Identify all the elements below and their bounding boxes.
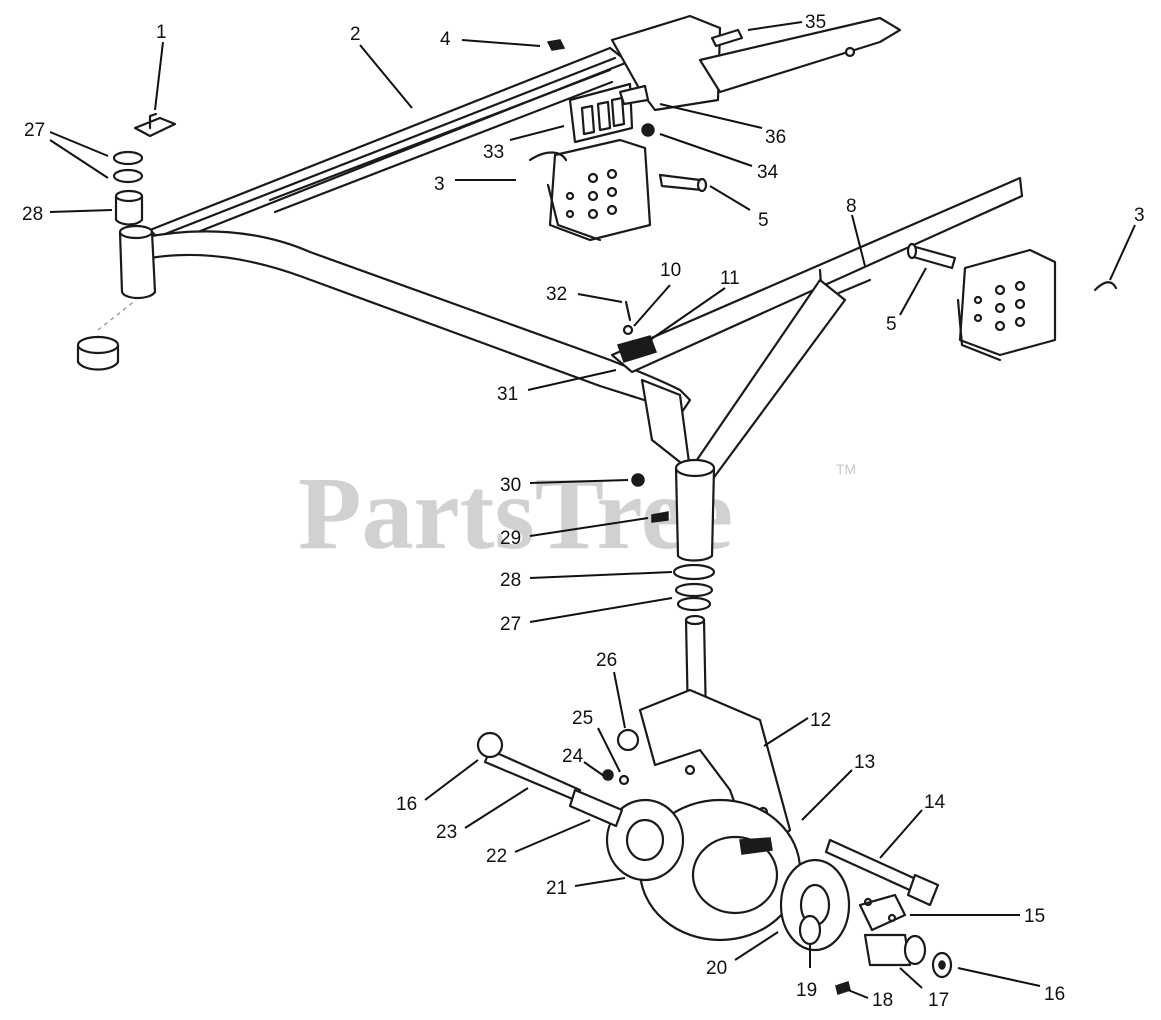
callout-18: 18 [872,990,893,1011]
callout-28-left: 28 [22,204,43,225]
callout-29: 29 [500,528,521,549]
callout-22: 22 [486,846,507,867]
callout-28-center: 28 [500,570,521,591]
callout-11: 11 [720,268,740,289]
wheel-axle-parts [476,728,953,995]
callout-labels: 1 2 4 35 27 28 33 36 34 3 5 8 3 5 32 10 … [22,12,1145,1011]
callout-10: 10 [660,260,681,281]
callout-13: 13 [854,752,875,773]
callout-3-right: 3 [1134,205,1145,226]
watermark-trademark: TM [836,461,856,477]
callout-25: 25 [572,708,593,729]
callout-16-left: 16 [396,794,417,815]
callout-30: 30 [500,475,521,496]
callout-17: 17 [928,990,949,1011]
left-hitch-plate [546,138,652,242]
watermark: PartsTree TM [298,456,856,571]
callout-3-left: 3 [434,174,445,195]
callout-4: 4 [440,29,451,50]
callout-14: 14 [924,792,946,813]
callout-20: 20 [706,958,727,979]
callout-34: 34 [757,162,779,183]
top-right-mount-bracket [610,14,902,112]
caster-wheel [605,798,802,942]
callout-26: 26 [596,650,617,671]
callout-8: 8 [846,196,857,217]
callout-31: 31 [497,384,518,405]
right-hitch-plate [956,248,1057,362]
callout-36: 36 [765,127,786,148]
callout-27-center: 27 [500,614,521,635]
callout-5-left: 5 [758,210,769,231]
callout-19: 19 [796,980,817,1001]
callout-24: 24 [562,746,584,767]
callout-35: 35 [805,12,826,33]
front-axle-frame [76,46,1024,562]
callout-32: 32 [546,284,567,305]
callout-2: 2 [350,24,361,45]
callout-23: 23 [436,822,457,843]
callout-33: 33 [483,142,504,163]
callout-1: 1 [156,22,167,43]
callout-15: 15 [1024,906,1045,927]
callout-27-left: 27 [24,120,45,141]
callout-12: 12 [810,710,831,731]
callout-5-right: 5 [886,314,897,335]
callout-21: 21 [546,878,567,899]
callout-16-right: 16 [1044,984,1065,1005]
bumper-block [568,82,650,144]
leader-lines [49,21,1136,999]
